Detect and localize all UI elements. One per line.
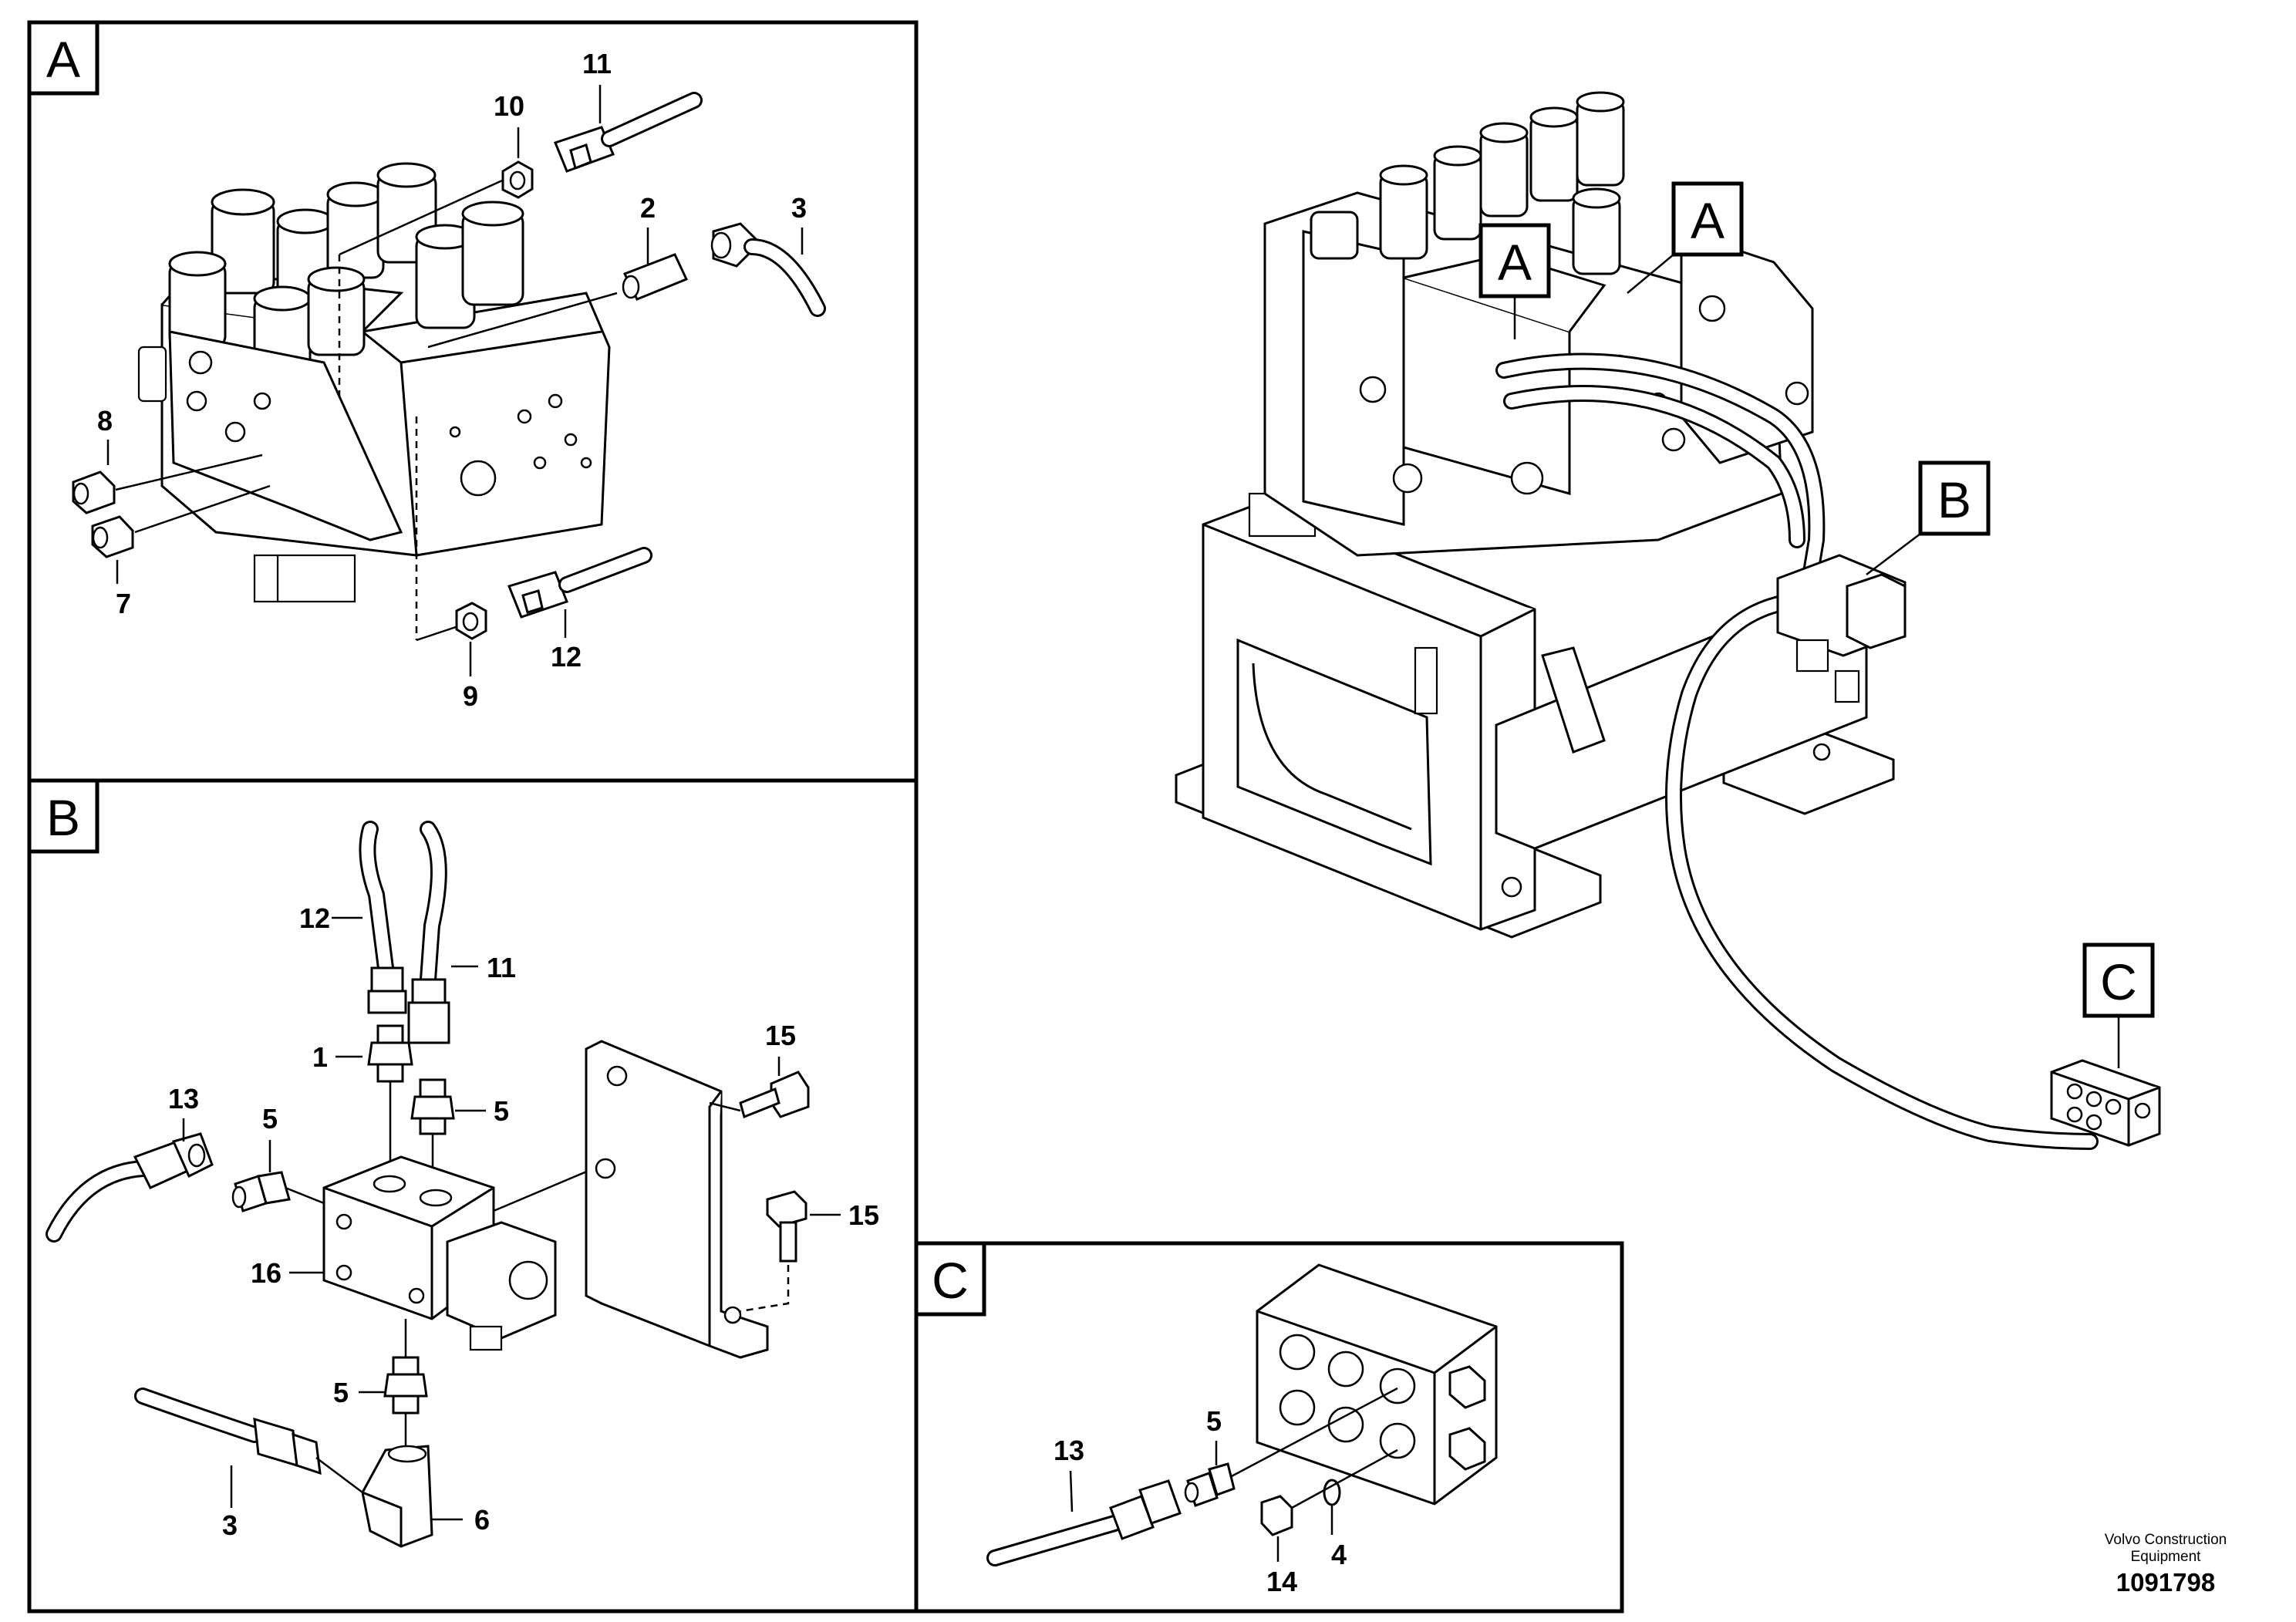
callout-a-9: 9: [463, 680, 478, 712]
callout-b-15-bottom: 15: [848, 1199, 879, 1231]
elbow-6: [361, 1445, 433, 1548]
detail-panel-c: C: [914, 1241, 1624, 1614]
bolt-15-bottom: [766, 1190, 807, 1263]
footer-brand: Volvo Construction Equipment 1091798: [2105, 1532, 2227, 1597]
detail-panel-a: A: [27, 20, 919, 783]
callout-b-5-top: 5: [494, 1095, 509, 1127]
callout-a-11: 11: [582, 48, 612, 79]
brand-line-2: Equipment: [2131, 1549, 2202, 1565]
seal-ring-4: [1323, 1479, 1341, 1506]
panel-b-tag: B: [46, 789, 80, 846]
callout-c-5: 5: [1206, 1405, 1222, 1437]
elbow-hose-3: [710, 222, 826, 317]
panel-b-tag-box: [27, 778, 99, 854]
bolt-15-top: [739, 1071, 810, 1119]
panel-c-frame: [914, 1241, 1624, 1614]
callout-c-4: 4: [1331, 1539, 1347, 1570]
callout-a-7: 7: [116, 588, 131, 619]
callout-b-6: 6: [474, 1504, 490, 1536]
callout-b-5-bottom: 5: [333, 1377, 349, 1408]
hose-end-13-c: [1109, 1479, 1182, 1540]
detail-panel-b: B: [27, 778, 919, 1614]
adapter-1: [367, 1024, 413, 1083]
solenoid-valve-16: [322, 1155, 557, 1351]
callout-a-12: 12: [551, 641, 582, 673]
panel-a-tag: A: [46, 31, 80, 88]
panel-c-tag-box: [914, 1241, 986, 1317]
plug-7: [91, 515, 134, 558]
mounting-bracket: [585, 1040, 769, 1359]
callout-a-10: 10: [494, 90, 524, 122]
plug-14: [1260, 1495, 1293, 1536]
callout-b-1: 1: [312, 1041, 328, 1073]
panel-c-tag: C: [932, 1252, 969, 1309]
panel-b-frame: [27, 778, 919, 1614]
main-overview-assembly: A A B C: [1175, 91, 2161, 1150]
document-number: 1091798: [2116, 1568, 2215, 1597]
callout-b-12: 12: [299, 902, 330, 934]
adapter-2: [622, 253, 689, 301]
nut-10: [501, 160, 534, 199]
swivel-13: [133, 1132, 214, 1189]
overview-tag-c-box: [2082, 943, 2155, 1018]
overview-tag-b-box: [1918, 460, 1991, 536]
callout-b-5-left: 5: [262, 1103, 278, 1135]
callout-a-3: 3: [791, 192, 807, 224]
hose-end-12: [507, 547, 652, 619]
hose-end-11: [554, 126, 615, 173]
callout-b-16: 16: [251, 1257, 282, 1289]
callout-a-8: 8: [97, 405, 113, 437]
callout-c-14: 14: [1266, 1566, 1297, 1597]
panel-a-tag-box: [27, 20, 99, 96]
adapter-5-bottom: [383, 1356, 428, 1415]
overview-tag-a-2: A: [1691, 192, 1725, 249]
callout-b-3: 3: [222, 1509, 238, 1541]
hose-11-a: [601, 92, 703, 147]
plug-8: [72, 470, 116, 514]
callout-b-15-top: 15: [765, 1020, 796, 1051]
adapter-5-c: [1184, 1462, 1236, 1507]
adapter-5-top: [410, 1078, 455, 1135]
callout-b-11: 11: [487, 952, 516, 983]
overview-tag-c: C: [2100, 953, 2137, 1010]
callout-b-13: 13: [168, 1083, 199, 1114]
overview-tag-a-box-1: [1478, 223, 1551, 298]
port-block-c: [1256, 1263, 1498, 1506]
hose-end-3: [253, 1417, 322, 1475]
callout-a-2: 2: [640, 192, 656, 224]
overview-tag-a-box-2: [1671, 181, 1744, 257]
overview-tag-b: B: [1937, 471, 1971, 528]
overview-tag-a-1: A: [1498, 234, 1532, 291]
nut-9: [455, 602, 487, 640]
adapter-5-left: [231, 1171, 291, 1212]
callout-c-13: 13: [1054, 1435, 1084, 1466]
brand-line-1: Volvo Construction: [2105, 1532, 2227, 1548]
control-valve-block-a: [137, 162, 611, 603]
